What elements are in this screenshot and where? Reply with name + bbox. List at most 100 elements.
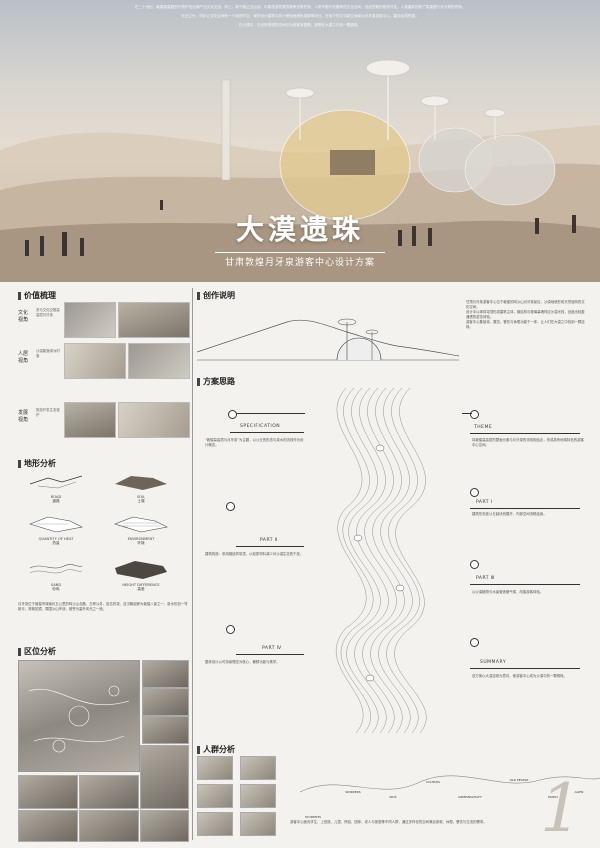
terrain-label-en: ROAD (50, 495, 62, 499)
terrain-label-cn: 土壤 (137, 499, 145, 503)
main-title: 大漠遗珠 (235, 213, 364, 246)
terrain-environment: ENVIRONMENT 环境 (105, 512, 177, 546)
section-terrain: 地形分析 (18, 458, 56, 469)
terrain-soil: SOIL 土壤 (105, 470, 177, 504)
part1-node (470, 488, 479, 497)
part2-label: PART Ⅱ (260, 538, 278, 543)
creation-paragraph: 甘肃月牙泉游客中心位于敦煌的鸣沙山月牙泉景区，沙漠地貌形成天然独特的文化空间。 (466, 300, 585, 309)
creation-paragraph: 设计中以球体穹顶形成建筑主体，钢结构与玻璃幕墙呼应沙漠光线，创造出轻盈通透的游览… (466, 310, 585, 319)
terrain-label-cn: 砂砾 (52, 587, 60, 591)
section-title: 区位分析 (24, 647, 56, 656)
page-number: 1 (540, 770, 582, 847)
part3-underline (470, 584, 580, 585)
location-thumbnail (140, 810, 189, 842)
part1-label: PART Ⅰ (476, 500, 493, 505)
part1-description: 建筑形态依沙丘起伏而展开，内部空间流畅连续。 (472, 512, 547, 516)
spec-description: “敦煌莫高窟与月牙泉”为主题，以沙丘的形态与泉水的流线作为设计概念。 (205, 438, 304, 447)
crowd-tag-students: STUDENTS (304, 815, 322, 819)
crowd-tag-couples: COUPLES (426, 780, 440, 784)
creation-paragraph: 游客中心集接待、展览、餐饮与休憩功能于一体，让人们在大漠之中找到一颗遗珠。 (466, 320, 585, 329)
section-elevation-drawing (197, 318, 459, 361)
value-row-habitat: 人居视角 沙漠聚落绿洲村落 (18, 343, 190, 381)
intro-paragraph-3: 在沙漠中，日光所穿透的空间已为游客所感受，那是在大漠之中的一颗遗珠。 (238, 23, 362, 27)
crowd-photo (240, 812, 276, 836)
part2-underline (236, 546, 304, 547)
terrain-label-en: ENVIRONMENT (127, 537, 155, 541)
scheme-flow-diagram (335, 388, 427, 733)
terrain-environment-diagram (114, 516, 168, 533)
section-title: 价值梳理 (24, 291, 56, 300)
terrain-label-en: HEIGHT DIFFERENCE (122, 583, 160, 587)
intro-text: 在二十世纪，敦煌莫高窟的开凿护佑丝绸产业文化交流。同上，新气象正当沿途，中原旅游… (118, 4, 482, 31)
section-title: 创作说明 (203, 291, 235, 300)
section-marker (197, 377, 200, 386)
hero-rendering: 在二十世纪，敦煌莫高窟的开凿护佑丝绸产业文化交流。同上，新气象正当沿途，中原旅游… (0, 0, 600, 282)
value-thumbnail (118, 402, 190, 438)
part4-node (226, 625, 235, 634)
creation-description: 甘肃月牙泉游客中心位于敦煌的鸣沙山月牙泉景区，沙漠地貌形成天然独特的文化空间。 … (466, 300, 586, 330)
terrain-description: 月牙泉位于敦煌市城南约五公里的鸣沙山北麓，古称沙井，俗名药泉，自汉朝起即为敦煌八… (18, 602, 188, 611)
crowd-photo (240, 756, 276, 780)
hero-scene (0, 59, 600, 282)
section-title: 地形分析 (24, 459, 56, 468)
value-row-development: 发展视角 旅游开发生态保护 (18, 402, 190, 440)
section-title: 人群分析 (203, 745, 235, 754)
value-thumbnail (64, 402, 116, 438)
location-thumbnail (142, 660, 189, 688)
section-crowd: 人群分析 (197, 744, 235, 755)
section-scheme: 方案思路 (197, 376, 235, 387)
location-thumbnail (18, 810, 78, 842)
section-marker (18, 647, 21, 656)
part3-description: 以沙漠植物与水景营造微气候，改善游客体验。 (472, 590, 544, 594)
main-subtitle: 甘肃敦煌月牙泉游客中心设计方案 (224, 258, 375, 268)
theme-label: THEME (474, 425, 493, 430)
column-divider (192, 288, 193, 840)
crowd-tag-alien: ALIEN (574, 790, 584, 794)
location-thumbnail (79, 810, 139, 842)
part4-description: 整体设计以可持续理念为核心，兼顾功能与美学。 (205, 660, 280, 664)
theme-underline (470, 433, 580, 434)
title-divider (215, 252, 385, 253)
summary-node (470, 638, 479, 647)
spec-node (228, 410, 237, 419)
terrain-road: ROAD 道路 (20, 470, 92, 504)
location-map (18, 660, 140, 772)
section-marker (18, 459, 21, 468)
location-thumbnail (18, 775, 78, 809)
terrain-label-cn: 热量 (52, 541, 60, 545)
location-thumbnail (142, 716, 189, 744)
intro-paragraph-1: 在二十世纪，敦煌莫高窟的开凿护佑丝绸产业文化交流。同上，新气象正当沿途，中原旅游… (134, 5, 466, 9)
part2-node (226, 502, 235, 511)
spec-underline (230, 432, 304, 433)
section-creation: 创作说明 (197, 290, 235, 301)
value-thumbnail (128, 343, 190, 379)
theme-node (470, 410, 479, 419)
terrain-sand: SAND 砂砾 (20, 558, 92, 592)
section-value: 价值梳理 (18, 290, 56, 301)
summary-description: 该方案以大漠遗珠为意向，使游客中心成为沙漠中的一颗明珠。 (472, 674, 567, 678)
theme-description: 将敦煌莫高窟的壁画元素与月牙泉的流线相结合，形成具有地域特色的游客中心空间。 (472, 438, 584, 447)
part3-node (470, 560, 479, 569)
crowd-photo (197, 756, 233, 780)
spec-label: SPECIFICATION (240, 424, 281, 429)
terrain-label-en: QUANTITY OF HEAT (38, 537, 74, 541)
terrain-road-diagram (29, 475, 83, 489)
part2-description: 建筑构造：采用钢结构穹顶，以轻质材料减少对沙漠生态的干扰。 (205, 552, 304, 556)
value-thumbnail (64, 302, 116, 338)
spec-connector (237, 413, 305, 414)
crowd-tag-workers: WORKERS (345, 790, 361, 794)
section-marker (18, 291, 21, 300)
location-thumbnail (140, 745, 189, 809)
summary-underline (470, 668, 580, 669)
location-thumbnail (142, 688, 189, 716)
summary-label: SUMMARY (480, 660, 507, 665)
terrain-height-diagram (115, 561, 167, 579)
terrain-height: HEIGHT DIFFERENCE 高差 (105, 558, 177, 592)
terrain-label-cn: 环境 (137, 541, 145, 545)
section-title: 方案思路 (203, 377, 235, 386)
crowd-tag-gemeinschaft: GEMEINSCHAFT (458, 795, 482, 799)
crowd-tag-old-people: OLD PEOPLE (509, 778, 529, 782)
part4-label: PART Ⅳ (262, 646, 282, 651)
title-block: 大漠遗珠 甘肃敦煌月牙泉游客中心设计方案 (0, 208, 600, 268)
